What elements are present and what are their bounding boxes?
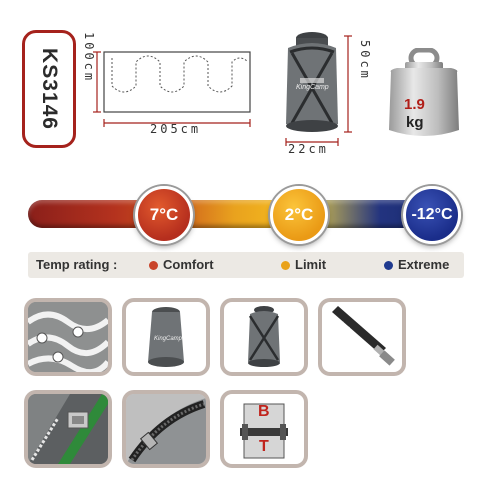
feature-thumbnail: B T [220, 390, 308, 468]
limit-temp-value: 2°C [284, 205, 314, 224]
pack-height-label: 50cm [358, 40, 372, 81]
weight-unit: kg [406, 114, 424, 131]
compression-pack-diagram [276, 28, 372, 158]
fabric-texture-icon [28, 302, 108, 372]
zipper-pull-icon: KingCamp [332, 306, 395, 366]
feature-thumbnail: KingCamp [122, 298, 210, 376]
temp-rating-legend: Temp rating : Comfort Limit Extreme [28, 252, 464, 278]
stuff-sack-icon: KingCamp [148, 307, 184, 367]
bag-outline-diagram [92, 28, 262, 138]
zipper-baffle-icon [28, 394, 108, 464]
weight-indicator [385, 47, 463, 140]
feature-thumbnail: KingCamp [318, 298, 406, 376]
model-badge: KS3146 [22, 30, 76, 148]
compression-sack-icon [248, 306, 280, 367]
legend-extreme-label: Extreme [398, 257, 450, 272]
length-label: 205cm [150, 122, 202, 136]
packed-bag-icon [285, 32, 352, 146]
comfort-dot-icon [149, 261, 158, 270]
extreme-dot-icon [384, 261, 393, 270]
pack-diameter-label: 22cm [288, 142, 329, 156]
feature-thumbnail [24, 298, 112, 376]
two-way-zipper-icon [126, 394, 206, 464]
zip-letter-top: B [258, 403, 270, 420]
limit-temp-circle: 2°C [270, 186, 328, 244]
comfort-temp-circle: 7°C [135, 186, 193, 244]
width-label: 100cm [82, 32, 96, 84]
bag-outline-icon [93, 51, 251, 127]
feature-thumbnail [220, 298, 308, 376]
extreme-temp-value: -12°C [411, 206, 453, 223]
temperature-scale-bar [28, 200, 458, 228]
model-number: KS3146 [38, 48, 61, 130]
bag-connection-icon [240, 403, 288, 459]
weight-icon [389, 47, 459, 136]
feature-thumbnail [122, 390, 210, 468]
feature-thumbnail [24, 390, 112, 468]
extreme-temp-circle: -12°C [403, 186, 461, 244]
svg-text:KingCamp: KingCamp [154, 336, 183, 342]
comfort-temp-value: 7°C [149, 205, 179, 224]
legend-title: Temp rating : [36, 257, 118, 272]
limit-dot-icon [281, 261, 290, 270]
legend-comfort-label: Comfort [163, 257, 214, 272]
zip-letter-bottom: T [259, 438, 269, 455]
pack-brand-label: KingCamp [296, 84, 329, 91]
weight-value: 1.9 [404, 96, 425, 113]
legend-limit-label: Limit [295, 257, 327, 272]
